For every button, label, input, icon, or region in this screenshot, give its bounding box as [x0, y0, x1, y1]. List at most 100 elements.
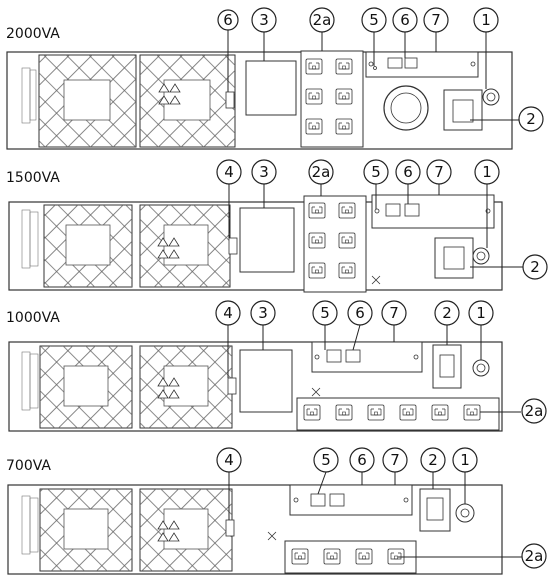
- callout-7: [423, 7, 449, 33]
- callout-1: [468, 300, 494, 326]
- callout-7-label: 7: [431, 11, 441, 29]
- callout-5: [361, 7, 387, 33]
- usb-port: [329, 493, 345, 507]
- outlet-block: [303, 195, 367, 293]
- comm-slot: [289, 484, 413, 516]
- callout-1-label: 1: [460, 451, 470, 469]
- callout-7: [382, 447, 408, 473]
- callout-2a-label: 2a: [525, 402, 544, 420]
- outlet-block: [284, 540, 417, 574]
- callout-5-label: 5: [321, 451, 331, 469]
- callout-2-label: 2: [428, 451, 438, 469]
- fan-vents: [38, 54, 236, 148]
- model-label: 1500VA: [6, 170, 60, 186]
- callout-5-label: 5: [320, 304, 330, 322]
- fan-vents: [39, 345, 233, 429]
- circuit-breaker: [472, 247, 490, 265]
- callout-2a: [309, 7, 335, 33]
- serial-port: [387, 57, 403, 69]
- callout-4-label: 4: [224, 163, 234, 181]
- callout-7-label: 7: [390, 451, 400, 469]
- battery-connector: [239, 349, 293, 413]
- callout-1: [452, 447, 478, 473]
- model-label: 1000VA: [6, 310, 60, 326]
- callout-6: [395, 159, 421, 185]
- callout-6: [349, 447, 375, 473]
- callout-4-label: 4: [223, 304, 233, 322]
- usb-port: [404, 203, 420, 217]
- usb-port: [404, 57, 418, 69]
- callout-6-label: 6: [357, 451, 367, 469]
- serial-port: [326, 349, 342, 363]
- callout-4: [217, 9, 239, 31]
- callout-5-label: 5: [369, 11, 379, 29]
- fan-vents: [39, 488, 233, 572]
- rating-label: [21, 67, 37, 124]
- input-inlet: [419, 488, 451, 532]
- comm-slot: [365, 51, 479, 78]
- callout-3-label: 3: [259, 11, 269, 29]
- callout-6-label: 6: [400, 11, 410, 29]
- callout-3-label: 3: [258, 304, 268, 322]
- fan-vents: [43, 204, 231, 288]
- callout-2a-label: 2a: [312, 163, 331, 181]
- callout-2-label: 2: [530, 258, 540, 276]
- epo-port: [225, 91, 235, 109]
- callout-2: [522, 254, 548, 280]
- battery-connector: [245, 60, 297, 116]
- callout-4: [216, 159, 242, 185]
- callout-1-label: 1: [481, 11, 491, 29]
- callout-3: [251, 159, 277, 185]
- callout-2a-label: 2a: [525, 547, 544, 565]
- callout-5: [312, 300, 338, 326]
- input-inlet: [434, 237, 474, 279]
- input-inlet: [432, 344, 462, 389]
- callout-3: [251, 7, 277, 33]
- callout-7-label: 7: [389, 304, 399, 322]
- model-label: 2000VA: [6, 26, 60, 42]
- callout-7-label: 7: [434, 163, 444, 181]
- callout-1: [473, 7, 499, 33]
- callout-5: [363, 159, 389, 185]
- callout-2a-label: 2a: [313, 11, 332, 29]
- callout-6-label: 6: [355, 304, 365, 322]
- callout-4-label: 4: [224, 451, 234, 469]
- callout-2: [518, 106, 544, 132]
- rating-label: [21, 351, 39, 411]
- callout-1-label: 1: [476, 304, 486, 322]
- outlet-block: [300, 50, 364, 148]
- circuit-breaker: [482, 88, 500, 106]
- circuit-breaker: [455, 503, 475, 523]
- callout-6: [347, 300, 373, 326]
- epo-port: [228, 237, 238, 255]
- callout-4-label: 6: [223, 11, 233, 29]
- epo-port: [225, 519, 235, 537]
- twist-lock-outlet: [383, 85, 429, 131]
- usb-port: [345, 349, 361, 363]
- rating-label: [21, 495, 39, 555]
- callout-5-label: 5: [371, 163, 381, 181]
- callout-2-label: 2: [442, 304, 452, 322]
- callout-2: [420, 447, 446, 473]
- callout-4: [216, 447, 242, 473]
- circuit-breaker: [472, 359, 490, 377]
- serial-port: [310, 493, 326, 507]
- outlet-block: [296, 397, 500, 431]
- unit-1500va: 1500VA: [6, 159, 548, 293]
- unit-1000va: 1000VA: [6, 300, 547, 432]
- serial-port: [385, 203, 401, 217]
- callout-7: [381, 300, 407, 326]
- callout-2a: [521, 398, 547, 424]
- unit-2000va: 2000VA: [6, 7, 544, 150]
- battery-connector: [239, 207, 295, 273]
- callout-2a: [308, 159, 334, 185]
- unit-700va: 700VA: [6, 447, 547, 575]
- callout-2a: [521, 543, 547, 569]
- rating-label: [21, 209, 39, 269]
- callout-3-label: 3: [259, 163, 269, 181]
- input-inlet: [443, 89, 483, 131]
- model-label: 700VA: [6, 458, 51, 474]
- callout-7: [426, 159, 452, 185]
- callout-1: [474, 159, 500, 185]
